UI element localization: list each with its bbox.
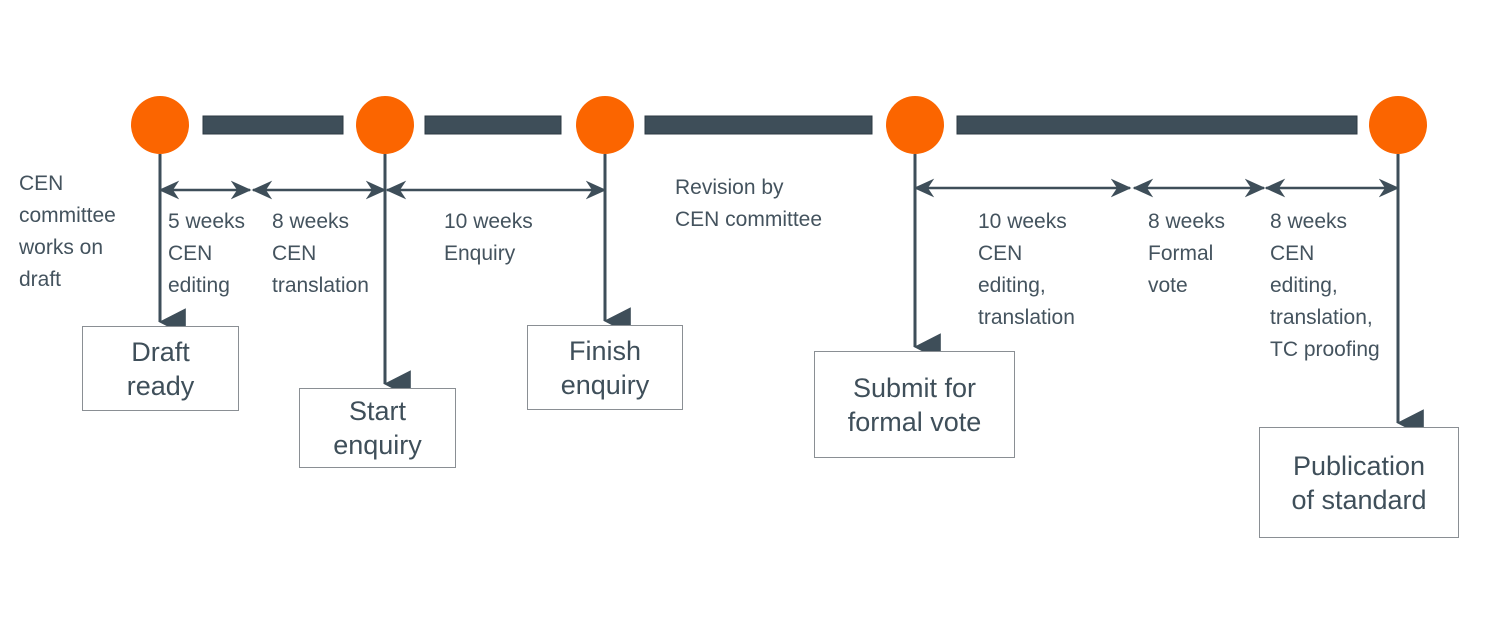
- outcome-box-draft-ready-label: Draft ready: [126, 336, 195, 401]
- duration-label-formal-vote: 8 weeks Formal vote: [1148, 210, 1226, 297]
- outcome-box-start-enquiry-label: Start enquiry: [333, 396, 422, 460]
- milestone-group: [131, 96, 1427, 154]
- track-segment-3: [644, 115, 873, 135]
- outcome-box-publication-of-standard[interactable]: Publication of standard: [1259, 427, 1459, 538]
- context-label-cen-committee-draft: CEN committee works on draft: [19, 172, 116, 291]
- milestone-2-dot-icon[interactable]: [356, 96, 414, 154]
- outcome-box-submit-formal-vote-label: Submit for formal vote: [847, 372, 982, 437]
- duration-label-cen-editing-translation-tc-proofing: 8 weeks CEN editing, translation, TC pro…: [1270, 210, 1380, 361]
- duration-label-cen-editing: 5 weeks CEN editing: [168, 210, 246, 297]
- outcome-box-finish-enquiry-label: Finish enquiry: [560, 335, 650, 400]
- milestone-5-dot-icon[interactable]: [1369, 96, 1427, 154]
- duration-label-enquiry: 10 weeks Enquiry: [444, 210, 533, 265]
- duration-label-cen-editing-translation: 10 weeks CEN editing, translation: [978, 210, 1075, 329]
- span-arrow-group: [158, 178, 1400, 200]
- track-segment-1: [202, 115, 344, 135]
- context-label-revision-by-cen-committee: Revision by CEN committee: [675, 176, 823, 231]
- outcome-box-finish-enquiry[interactable]: Finish enquiry: [527, 325, 683, 410]
- outcome-box-submit-formal-vote[interactable]: Submit for formal vote: [814, 351, 1015, 458]
- outcome-box-start-enquiry[interactable]: Start enquiry: [299, 388, 456, 468]
- track-segment-2: [424, 115, 562, 135]
- milestone-1-dot-icon[interactable]: [131, 96, 189, 154]
- outcome-box-publication-of-standard-label: Publication of standard: [1291, 450, 1427, 515]
- outcome-box-draft-ready[interactable]: Draft ready: [82, 326, 239, 411]
- track-segment-4: [956, 115, 1358, 135]
- timeline-track-group: [202, 115, 1358, 135]
- duration-label-cen-translation: 8 weeks CEN translation: [272, 210, 369, 297]
- milestone-3-dot-icon[interactable]: [576, 96, 634, 154]
- milestone-4-dot-icon[interactable]: [886, 96, 944, 154]
